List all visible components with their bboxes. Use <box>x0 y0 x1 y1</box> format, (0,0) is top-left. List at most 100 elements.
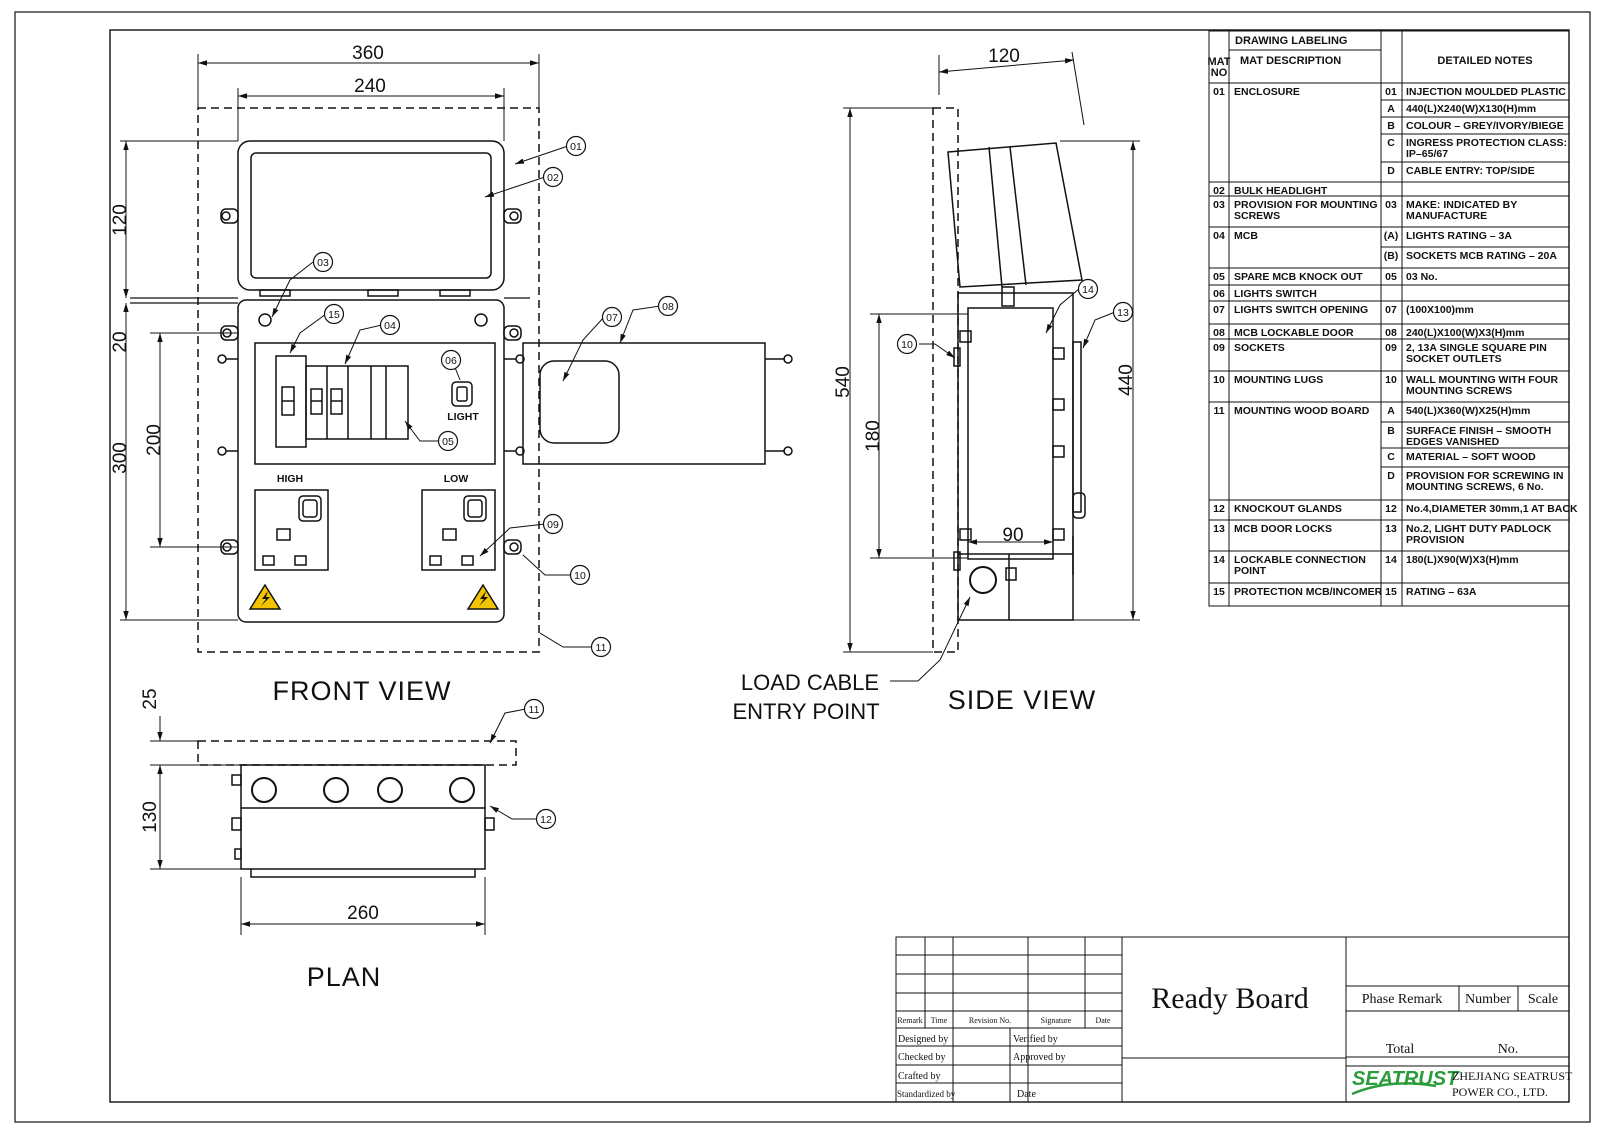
dim-90: 90 <box>1002 525 1023 546</box>
row-mat-no: 06 <box>1213 288 1225 300</box>
row-note-key: 10 <box>1385 374 1397 386</box>
standardized-by: Standardized by <box>897 1089 956 1099</box>
row-mat-no: 05 <box>1213 271 1225 283</box>
company-logo: SEATRUST <box>1351 1068 1460 1096</box>
row-note-key: 07 <box>1385 304 1397 316</box>
verified-by: Verified by <box>1013 1034 1058 1045</box>
company-line-2: POWER CO., LTD. <box>1452 1085 1548 1099</box>
row-mat-description: MCB DOOR LOCKS <box>1234 523 1332 535</box>
row-note-text: 540(L)X360(W)X25(H)mm <box>1406 405 1530 417</box>
dim-130: 130 <box>140 801 161 833</box>
row-note-key: C <box>1387 137 1395 149</box>
table-row: 06 LIGHTS SWITCH <box>1209 288 1569 302</box>
dim-20: 20 <box>110 331 131 352</box>
row-note-text: CABLE ENTRY: TOP/SIDE <box>1406 165 1535 177</box>
connection-point-door <box>967 307 1054 560</box>
callout-03: 03 <box>312 251 334 273</box>
callout-11: 11 <box>523 698 545 720</box>
row-mat-description: LIGHTS SWITCH OPENING <box>1234 304 1368 316</box>
row-note-text: 180(L)X90(W)X3(H)mm <box>1406 554 1519 566</box>
svg-text:01: 01 <box>570 141 582 153</box>
callout-15: 15 <box>323 303 345 325</box>
headlight-lens <box>250 152 492 279</box>
warning-icon <box>248 583 282 610</box>
callout-09: 09 <box>542 513 564 535</box>
dim-200: 200 <box>144 424 165 456</box>
scale-label: Scale <box>1528 992 1558 1007</box>
side-headlight <box>947 142 1083 288</box>
row-mat-description: BULK HEADLIGHT <box>1234 185 1328 197</box>
dim-440: 440 <box>1116 364 1137 396</box>
callout-12: 12 <box>535 808 557 830</box>
callout-10: 10 <box>896 333 918 355</box>
row-mat-no: 03 <box>1213 199 1225 211</box>
dim-25: 25 <box>140 688 161 709</box>
row-mat-description: SOCKETS <box>1234 342 1285 354</box>
side-wood-board <box>932 107 959 653</box>
dimension-labels: 360 240 120 20 300 200 120 540 180 440 9… <box>110 43 1137 924</box>
row-note-text: No.4,DIAMETER 30mm,1 AT BACK <box>1406 503 1578 515</box>
row-note-text: (100X100)mm <box>1406 304 1474 316</box>
svg-text:14: 14 <box>1082 284 1094 296</box>
col-mat-description: MAT DESCRIPTION <box>1240 55 1341 67</box>
row-mat-description: ENCLOSURE <box>1234 86 1300 98</box>
row-note-key: A <box>1387 405 1395 417</box>
callout-11: 11 <box>590 636 612 658</box>
row-note-key: A <box>1387 103 1395 115</box>
row-note-key: C <box>1387 451 1395 463</box>
callout-02: 02 <box>542 166 564 188</box>
svg-text:13: 13 <box>1117 307 1129 319</box>
row-note-text: INJECTION MOULDED PLASTIC <box>1406 86 1566 98</box>
svg-text:08: 08 <box>662 301 674 313</box>
svg-text:07: 07 <box>606 312 618 324</box>
high-label: HIGH <box>277 473 303 485</box>
row-mat-description: LIGHTS SWITCH <box>1234 288 1317 300</box>
row-mat-no: 02 <box>1213 185 1225 197</box>
rev-date: Date <box>1095 1016 1111 1025</box>
company-line-1: ZHEJIANG SEATRUST <box>1452 1069 1573 1083</box>
outer-frame <box>14 11 1591 1123</box>
svg-text:15: 15 <box>328 309 340 321</box>
svg-text:10: 10 <box>574 570 586 582</box>
svg-text:12: 12 <box>540 814 552 826</box>
row-note-key: 09 <box>1385 342 1397 354</box>
row-note-text: COLOUR – GREY/IVORY/BIEGE <box>1406 120 1564 132</box>
row-mat-description: PROTECTION MCB/INCOMER <box>1234 586 1383 598</box>
mount-screw-tl <box>258 313 272 327</box>
row-mat-no: 09 <box>1213 342 1225 354</box>
plan-view <box>150 716 517 935</box>
wood-board-outline <box>197 107 540 653</box>
svg-text:05: 05 <box>442 436 454 448</box>
row-mat-no: 13 <box>1213 523 1225 535</box>
row-note-key: 12 <box>1385 503 1397 515</box>
socket-low <box>421 489 496 571</box>
row-note-text: MATERIAL – SOFT WOOD <box>1406 451 1536 463</box>
row-note-key: D <box>1387 470 1395 482</box>
row-mat-description: KNOCKOUT GLANDS <box>1234 503 1342 515</box>
title-block-text: Remark Time Revision No. Signature Date … <box>897 982 1573 1100</box>
row-note-key: 03 <box>1385 199 1397 211</box>
row-note-text: LIGHTS RATING – 3A <box>1406 230 1512 242</box>
cable-entry <box>969 566 997 594</box>
enclosure-lugs <box>217 325 525 555</box>
warning-icon <box>466 583 500 610</box>
side-callout-leaders <box>919 288 1116 359</box>
row-note-text: RATING – 63A <box>1406 586 1477 598</box>
svg-text:10: 10 <box>901 339 913 351</box>
main-enclosure <box>237 299 505 623</box>
headlight-housing <box>237 140 505 291</box>
light-switch-opening <box>539 360 620 444</box>
row-note-text: 440(L)X240(W)X130(H)mm <box>1406 103 1536 115</box>
dim-180: 180 <box>863 420 884 452</box>
crafted-by: Crafted by <box>898 1071 941 1082</box>
row-note-text: INGRESS PROTECTION CLASS:IP–65/67 <box>1406 137 1567 160</box>
svg-text:02: 02 <box>547 172 559 184</box>
